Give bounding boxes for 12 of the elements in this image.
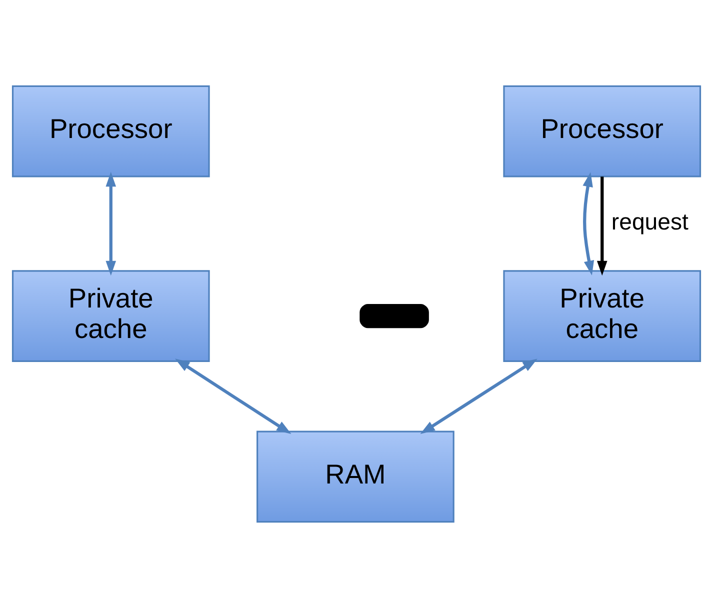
- node-box: RAM: [256, 430, 454, 522]
- node-box: Private cache: [503, 270, 702, 362]
- arrow: [596, 176, 608, 276]
- node-box: Private cache: [12, 270, 210, 362]
- edge-label: request: [611, 208, 688, 234]
- arrow: [106, 171, 116, 276]
- node-box: Processor: [503, 84, 702, 177]
- node-bar: [360, 304, 429, 328]
- arrow: [175, 358, 292, 434]
- node-box: Processor: [12, 84, 210, 177]
- arrow: [582, 172, 594, 275]
- arrow: [420, 358, 538, 434]
